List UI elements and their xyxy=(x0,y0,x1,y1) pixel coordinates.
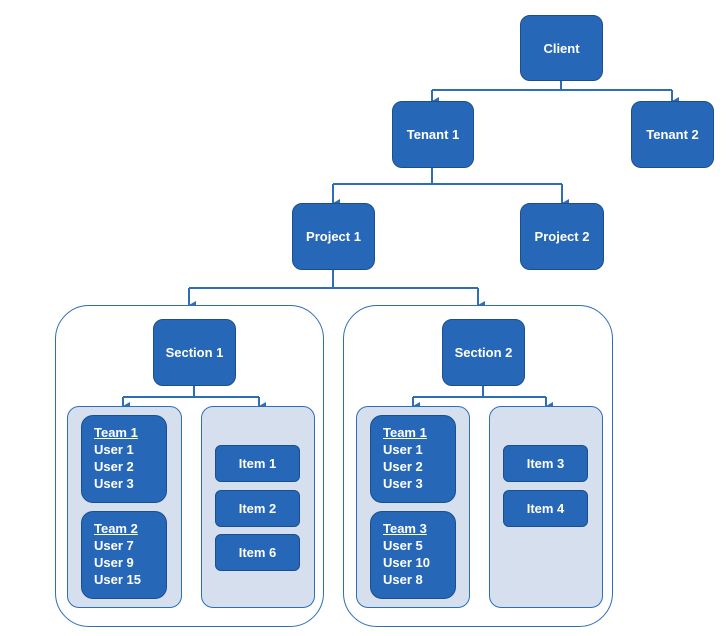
user-entry: User 15 xyxy=(94,572,141,587)
team-name: Team 1 xyxy=(94,425,138,440)
section-2-connectors xyxy=(412,386,553,410)
user-entry: User 3 xyxy=(383,476,423,491)
item-box: Item 1 xyxy=(215,445,300,482)
user-entry: User 5 xyxy=(383,538,423,553)
section-1-container: Section 1 Team 1 User 1 User 2 User 3 Te… xyxy=(55,305,324,627)
section-2-items-panel: Item 3 Item 4 xyxy=(489,406,603,608)
user-entry: User 10 xyxy=(383,555,430,570)
user-entry: User 1 xyxy=(383,442,423,457)
team-card: Team 3 User 5 User 10 User 8 xyxy=(370,511,456,599)
section-1-node: Section 1 xyxy=(153,319,236,386)
item-box: Item 2 xyxy=(215,490,300,527)
project-1-node: Project 1 xyxy=(292,203,375,270)
section-2-teams-panel: Team 1 User 1 User 2 User 3 Team 3 User … xyxy=(356,406,470,608)
team-card: Team 2 User 7 User 9 User 15 xyxy=(81,511,167,599)
section-2-node: Section 2 xyxy=(442,319,525,386)
item-box: Item 4 xyxy=(503,490,588,527)
section-1-connectors xyxy=(122,386,266,410)
team-name: Team 2 xyxy=(94,521,138,536)
user-entry: User 9 xyxy=(94,555,134,570)
user-entry: User 2 xyxy=(94,459,134,474)
team-name: Team 1 xyxy=(383,425,427,440)
user-entry: User 3 xyxy=(94,476,134,491)
user-entry: User 2 xyxy=(383,459,423,474)
tenant-2-node: Tenant 2 xyxy=(631,101,714,168)
section-1-teams-panel: Team 1 User 1 User 2 User 3 Team 2 User … xyxy=(67,406,182,608)
connector-tenant-1 xyxy=(333,168,562,185)
user-entry: User 1 xyxy=(94,442,134,457)
section-2-container: Section 2 Team 1 User 1 User 2 User 3 Te… xyxy=(343,305,613,627)
item-box: Item 6 xyxy=(215,534,300,571)
user-entry: User 8 xyxy=(383,572,423,587)
team-card: Team 1 User 1 User 2 User 3 xyxy=(370,415,456,503)
user-entry: User 7 xyxy=(94,538,134,553)
team-name: Team 3 xyxy=(383,521,427,536)
tenant-1-node: Tenant 1 xyxy=(392,101,474,168)
item-box: Item 3 xyxy=(503,445,588,482)
section-1-items-panel: Item 1 Item 2 Item 6 xyxy=(201,406,315,608)
client-node: Client xyxy=(520,15,603,81)
connector-project-1 xyxy=(189,270,478,289)
project-2-node: Project 2 xyxy=(520,203,604,270)
team-card: Team 1 User 1 User 2 User 3 xyxy=(81,415,167,503)
connector-client xyxy=(432,81,672,91)
